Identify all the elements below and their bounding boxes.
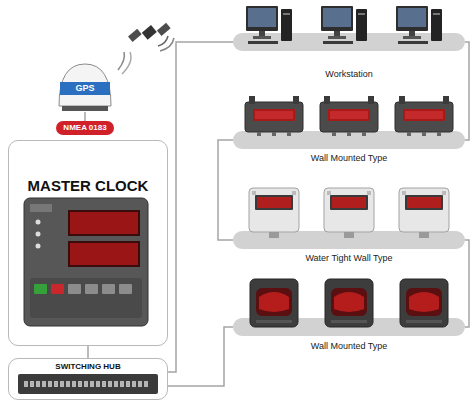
network-line [218, 140, 233, 240]
network-line [168, 42, 233, 372]
node-label: SWITCHING HUB [9, 362, 167, 371]
satellite-icon-part [122, 52, 131, 74]
gps-antenna: GPS [55, 60, 115, 112]
group-label: Wall Mounted Type [233, 153, 465, 163]
group-label: Workstation [233, 69, 465, 79]
device-band: Wall Mounted Type [233, 318, 465, 336]
protocol-badge: NMEA 0183 [56, 121, 114, 135]
satellite-icon-part [160, 38, 174, 51]
network-line [465, 240, 469, 327]
device-band: Wall Mounted Type [233, 131, 465, 149]
wall-mounted-clock [245, 96, 453, 136]
device-band: Workstation [233, 33, 465, 51]
network-line [84, 112, 86, 121]
satellite-icon-part [158, 36, 168, 46]
satellite-icon-part [118, 52, 124, 70]
network-line [465, 42, 469, 140]
satellite-icon [118, 23, 174, 74]
node-label: MASTER CLOCK [9, 177, 167, 194]
satellite-icon-part [157, 23, 171, 36]
network-line [87, 346, 89, 358]
wall-mounted-clock-part [245, 96, 303, 136]
satellite-icon-part [142, 25, 157, 40]
hub-panel: SWITCHING HUB [8, 358, 168, 400]
node-label: NMEA 0183 [56, 121, 114, 135]
node-label: GPS [55, 82, 115, 95]
group-label: Wall Mounted Type [233, 341, 465, 351]
wall-mounted-clock-part [395, 96, 453, 136]
device-band: Water Tight Wall Type [233, 231, 465, 249]
network-line [168, 327, 233, 386]
satellite-icon-part [128, 29, 142, 42]
wall-mounted-clock-part [320, 96, 378, 136]
antenna-dome-part [62, 106, 108, 111]
master-clock-panel: MASTER CLOCK [8, 140, 168, 346]
group-label: Water Tight Wall Type [233, 253, 465, 263]
